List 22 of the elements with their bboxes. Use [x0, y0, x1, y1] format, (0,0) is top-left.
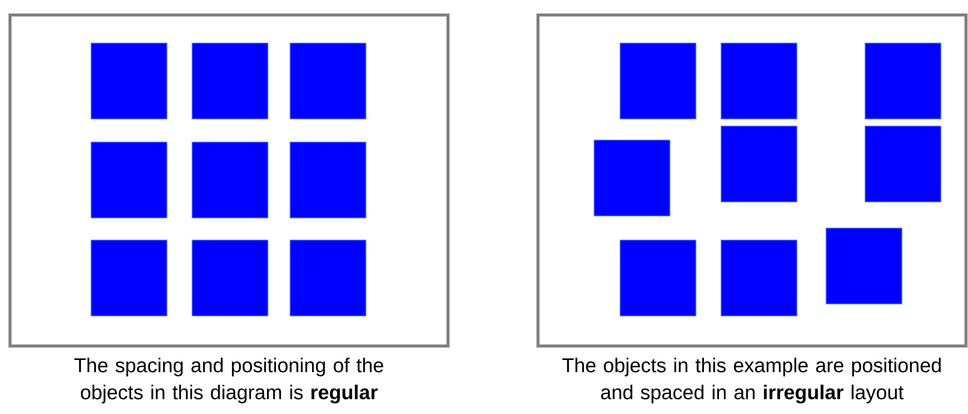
- node-label: The objects in this example are positioned and spaced in an irregular layout: [562, 358, 941, 404]
- square: [864, 126, 942, 202]
- square: [290, 142, 366, 218]
- square: [720, 126, 798, 202]
- square: [192, 42, 268, 120]
- square: [90, 42, 168, 120]
- node-label: The spacing and positioning of the objects in this diagram is regular: [74, 358, 384, 404]
- square: [290, 42, 366, 120]
- square: [192, 240, 268, 316]
- panel: The objects in this example are positioned and spaced in an irregular layout: [536, 14, 968, 404]
- square: [192, 142, 268, 218]
- square: [620, 42, 696, 120]
- square: [620, 240, 696, 316]
- square: [594, 140, 670, 216]
- square: [826, 228, 902, 304]
- square: [864, 42, 942, 120]
- square: [90, 142, 168, 218]
- square: [720, 42, 798, 120]
- square: [720, 240, 798, 316]
- square: [90, 240, 168, 316]
- square: [290, 240, 366, 316]
- panel: The spacing and positioning of the objects in this diagram is regular: [8, 14, 450, 404]
